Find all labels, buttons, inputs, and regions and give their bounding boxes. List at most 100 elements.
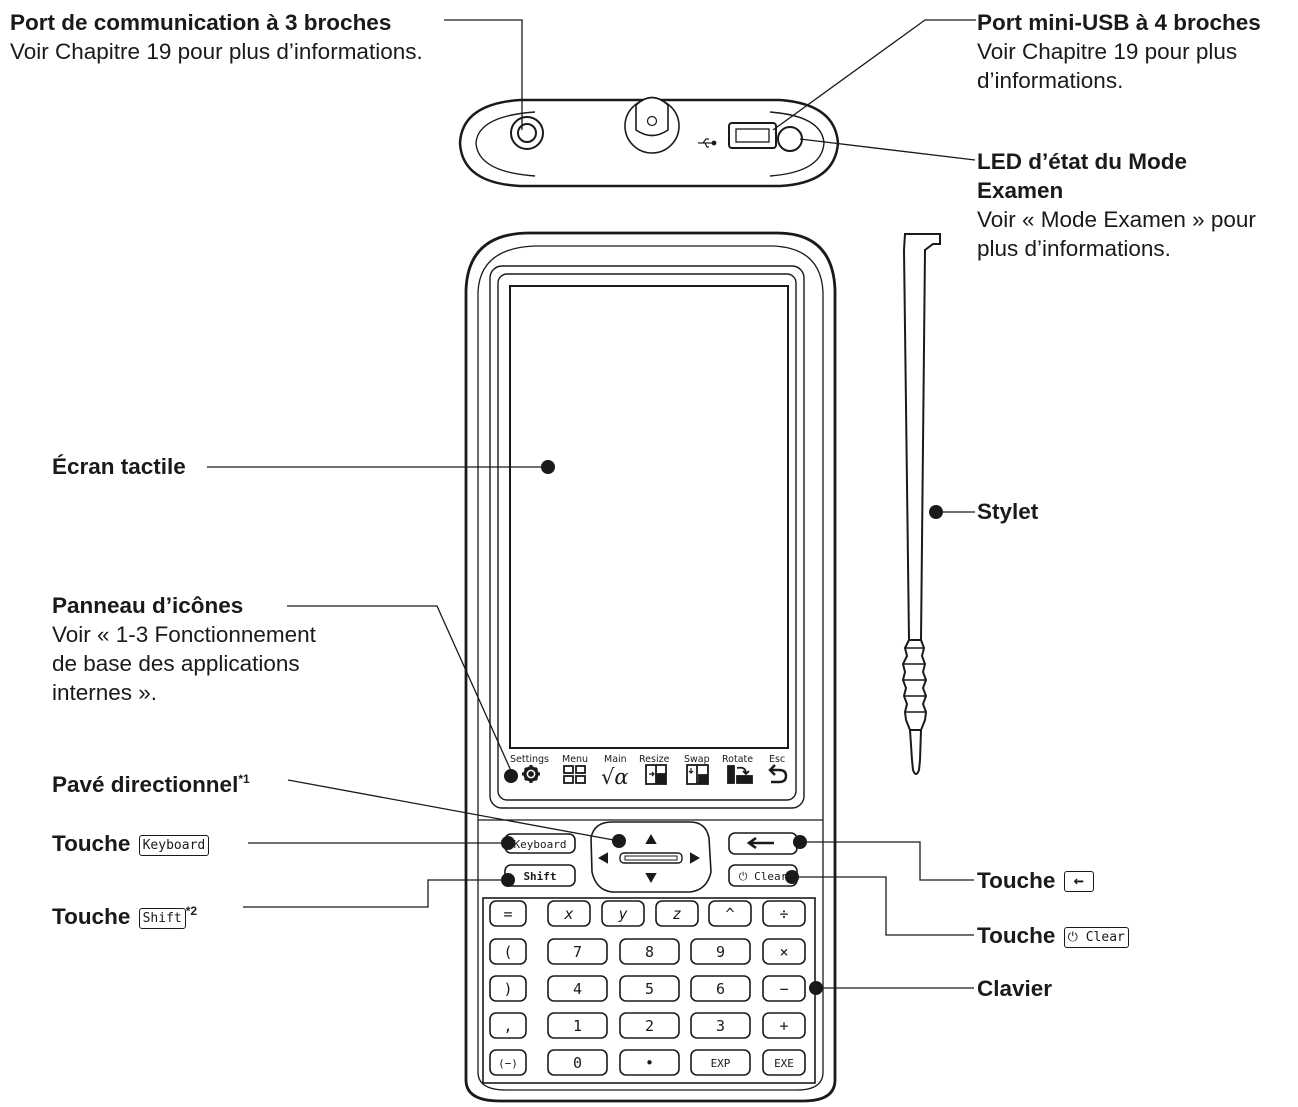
icon-panel-labels: Settings Menu Main Resize Swap Rotate Es… (510, 754, 785, 789)
leader-lines (207, 19, 976, 989)
label-3-pin-port: Port de communication à 3 broches Voir C… (10, 8, 423, 66)
label-d-pad: Pavé directionnel*1 (52, 765, 250, 799)
label-touch-screen-title: Écran tactile (52, 454, 186, 479)
keypad-key[interactable] (762, 900, 806, 927)
keypad-key[interactable] (547, 1012, 608, 1039)
keypad-key[interactable] (690, 1012, 751, 1039)
label-3-pin-port-title: Port de communication à 3 broches (10, 10, 392, 35)
label-exam-led-desc-2: plus d’informations. (977, 236, 1171, 261)
keypad-key-label: ÷ (779, 905, 788, 923)
keypad-key[interactable] (619, 975, 680, 1002)
icon-label-resize: Resize (639, 754, 670, 765)
keypad-key-label: ) (503, 980, 512, 998)
keyboard-key-label: Keyboard (514, 838, 567, 851)
icon-label-settings: Settings (510, 754, 549, 765)
icon-label-rotate: Rotate (722, 754, 753, 765)
label-shift-keycap: Shift (138, 908, 186, 929)
label-d-pad-title: Pavé directionnel (52, 772, 239, 797)
label-mini-usb-desc-1: Voir Chapitre 19 pour plus (977, 39, 1238, 64)
label-keyboard-key-word: Touche (52, 831, 131, 856)
keypad-key[interactable] (489, 975, 527, 1002)
keypad-key[interactable] (762, 1012, 806, 1039)
rotate-icon (727, 765, 753, 784)
swap-icon (686, 764, 709, 785)
label-icon-panel-title: Panneau d’icônes (52, 593, 244, 618)
label-stylus-title: Stylet (977, 499, 1039, 524)
keypad-key-label: ( (503, 943, 512, 961)
label-shift-key: Touche Shift*2 (52, 897, 197, 931)
keypad-key[interactable] (655, 900, 699, 927)
shift-key-label: Shift (523, 870, 556, 883)
label-backspace-key: Touche ← (977, 866, 1094, 895)
label-exam-led: LED d’état du Mode Examen Voir « Mode Ex… (977, 147, 1256, 263)
keypad-key-label: z (672, 905, 681, 923)
grid-icon (563, 765, 586, 784)
icon-label-esc: Esc (769, 754, 785, 765)
keypad-key-label: EXE (774, 1057, 794, 1070)
resize-icon (645, 764, 667, 785)
keypad-key[interactable] (708, 900, 752, 927)
keypad-key[interactable] (601, 900, 645, 927)
label-backspace-key-word: Touche (977, 868, 1056, 893)
keypad-key-label: (−) (498, 1057, 518, 1070)
return-icon (768, 764, 788, 784)
label-mini-usb-desc-2: d’informations. (977, 68, 1124, 93)
keypad-key[interactable] (619, 1012, 680, 1039)
mini-usb-port (728, 122, 777, 149)
keypad-key[interactable] (690, 1049, 751, 1076)
keypad-key[interactable] (547, 975, 608, 1002)
keypad-key[interactable] (619, 938, 680, 965)
top-view (458, 96, 840, 188)
label-mini-usb: Port mini-USB à 4 broches Voir Chapitre … (977, 8, 1261, 95)
keypad-key-label: , (503, 1017, 512, 1035)
keypad-key[interactable] (762, 1049, 806, 1076)
label-d-pad-note: *1 (238, 772, 250, 786)
label-clear-key-word: Touche (977, 923, 1056, 948)
keypad-key[interactable] (489, 900, 527, 927)
label-clear-keycap: ⏻ Clear (1063, 927, 1129, 948)
keypad-key-label: 9 (716, 943, 725, 961)
icon-label-main: Main (604, 754, 627, 765)
keypad-key-label: + (779, 1017, 788, 1035)
keypad-key[interactable] (547, 1049, 608, 1076)
keypad-key[interactable] (762, 975, 806, 1002)
keypad-key-label: 1 (573, 1017, 582, 1035)
label-mini-usb-title: Port mini-USB à 4 broches (977, 10, 1261, 35)
label-keyboard-keycap: Keyboard (138, 835, 210, 856)
keypad-key[interactable] (489, 1049, 527, 1076)
label-icon-panel-desc-2: de base des applications (52, 651, 300, 676)
keypad-key-label: 0 (573, 1054, 582, 1072)
keypad-key-label: x (563, 905, 573, 923)
label-keypad-title: Clavier (977, 976, 1053, 1001)
keypad-key[interactable] (690, 975, 751, 1002)
label-icon-panel-desc-3: internes ». (52, 680, 158, 705)
keypad-key-label: 7 (573, 943, 582, 961)
keypad-key[interactable] (690, 938, 751, 965)
marker-dots (501, 460, 943, 995)
label-shift-key-word: Touche (52, 904, 131, 929)
keypad-key[interactable] (547, 900, 591, 927)
keypad-key-label: 5 (645, 980, 654, 998)
label-exam-led-title-2: Examen (977, 178, 1064, 203)
gear-icon (522, 765, 540, 783)
label-icon-panel-desc-1: Voir « 1-3 Fonctionnement (52, 622, 316, 647)
keypad-key-label: 3 (716, 1017, 725, 1035)
exam-mode-led (777, 126, 803, 152)
clear-key-label: ⏻ Clear (739, 870, 788, 883)
keypad-key[interactable] (619, 1049, 680, 1076)
d-pad (590, 821, 712, 893)
label-shift-key-note: *2 (185, 904, 198, 918)
calculator-body (464, 231, 837, 1103)
keypad-key-label: ^ (725, 905, 734, 923)
sqrt-alpha-icon: √α (601, 765, 629, 789)
label-backspace-keycap: ← (1063, 871, 1094, 892)
label-icon-panel: Panneau d’icônes Voir « 1-3 Fonctionneme… (52, 591, 316, 707)
label-3-pin-port-desc: Voir Chapitre 19 pour plus d’information… (10, 39, 423, 64)
keypad-key-label: 8 (645, 943, 654, 961)
keypad-key[interactable] (489, 1012, 527, 1039)
keypad-key[interactable] (489, 938, 527, 965)
keypad-key[interactable] (547, 938, 608, 965)
keypad-key[interactable] (762, 938, 806, 965)
